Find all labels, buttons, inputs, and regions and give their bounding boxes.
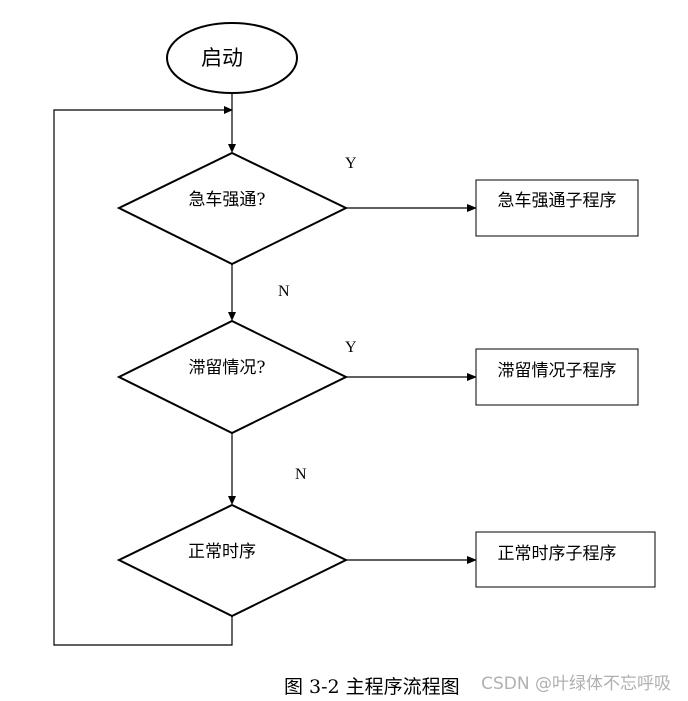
subroutine-1-label: 急车强通子程序	[498, 191, 617, 211]
subroutine-1-box	[475, 179, 639, 237]
d2-yes-label: Y	[345, 339, 357, 356]
arrowhead-to-d3	[228, 496, 236, 505]
subroutine-2-label: 滞留情况子程序	[498, 361, 617, 381]
d2-no-label: N	[295, 466, 307, 483]
subroutine-3-label: 正常时序子程序	[498, 544, 617, 564]
decision-3-label: 正常时序	[188, 542, 256, 562]
arrowhead-to-sub1	[467, 204, 477, 212]
decision-2-label: 滞留情况?	[188, 358, 265, 378]
d1-no-label: N	[278, 283, 290, 300]
decision-1-label: 急车强通?	[188, 190, 265, 210]
watermark: CSDN @叶绿体不忘呼吸	[481, 674, 671, 694]
arrowhead-to-sub2	[467, 373, 477, 381]
figure-caption: 图 3-2 主程序流程图	[284, 676, 460, 698]
start-label: 启动	[201, 46, 243, 70]
arrowhead-to-sub3	[467, 556, 477, 564]
subroutine-3-box	[475, 531, 656, 588]
arrowhead-loop-back	[224, 106, 233, 114]
subroutine-2-box	[475, 348, 639, 406]
arrowhead-to-d2	[228, 312, 236, 321]
d1-yes-label: Y	[345, 155, 357, 172]
loop-back-connector	[53, 109, 233, 646]
arrowhead-to-d1	[228, 144, 236, 153]
